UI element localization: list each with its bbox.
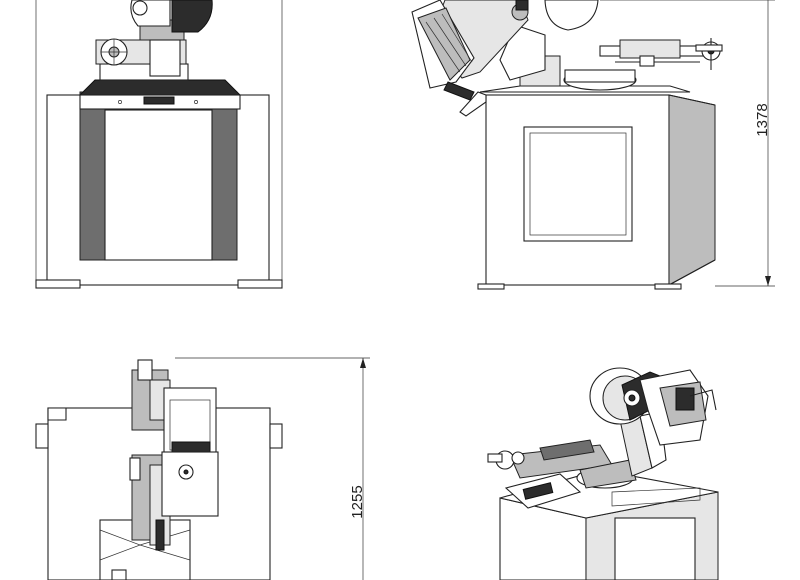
dimension-label-rear: 1255 [349, 485, 366, 518]
front-view [35, 0, 283, 289]
rear-view [35, 357, 370, 580]
dimension-label-side: 1378 [754, 103, 771, 136]
isometric-view [487, 367, 719, 580]
side-view [411, 0, 775, 290]
